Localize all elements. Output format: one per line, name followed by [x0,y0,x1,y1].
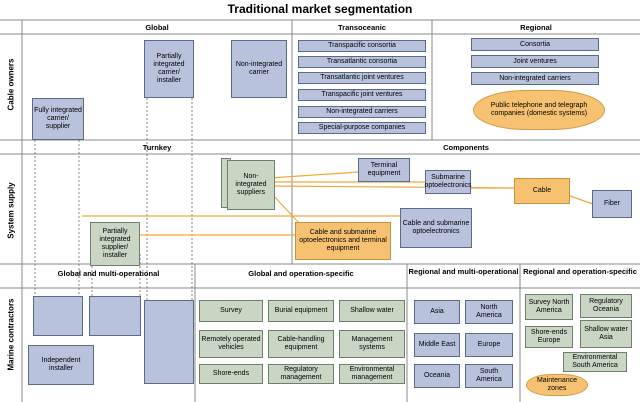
box-transoceanic-6: Special-purpose companies [298,122,426,134]
box-global-multi-1 [33,296,83,336]
box-submarine-optoelectronics: Submarine optoelectronics [424,170,472,194]
box-cable-handling-equipment: Cable-handling equipment [268,330,334,358]
header-regional-specific: Regional and operation-specific [523,267,637,276]
box-survey-north-america: Survey North America [525,294,573,320]
header-turnkey: Turnkey [142,143,172,152]
box-environmental-management: Environmental management [339,364,405,384]
box-independent-installer: Independent installer [28,345,94,385]
box-fully-integrated: Fully integrated carrier/ supplier [32,98,84,140]
box-regional-2: Joint ventures [471,55,599,68]
box-regional-1: Consortia [471,38,599,51]
box-transoceanic-2: Transatlantic consortia [298,56,426,68]
box-middle-east: Middle East [414,333,460,357]
box-asia: Asia [414,300,460,324]
box-cable: Cable [514,178,570,204]
box-global-multi-3 [144,300,194,384]
row-label-system-supply: System supply [6,182,16,239]
box-north-america: North America [465,300,513,324]
box-burial-equipment: Burial equipment [268,300,334,322]
box-terminal-equipment: Terminal equipment [358,158,410,182]
row-label-marine-contractors: Marine contractors [6,298,16,371]
box-management-systems: Management systems [339,330,405,358]
cloud-ptt: Public telephone and telegraph companies… [473,90,605,130]
box-shore-ends: Shore-ends [199,364,263,384]
diagram-title: Traditional market segmentation [227,2,413,16]
box-regional-3: Non-integrated carriers [471,72,599,85]
row-label-cable-owners: Cable owners [6,58,16,111]
header-global-specific: Global and operation-specific [248,269,354,278]
header-components: Components [443,143,489,152]
header-global-multi: Global and multi-operational [57,269,160,278]
box-non-integrated-carrier: Non-integrated carrier [231,40,287,98]
box-shallow-water-asia: Shallow water Asia [580,320,632,348]
box-shallow-water: Shallow water [339,300,405,322]
header-transoceanic: Transoceanic [338,23,386,32]
box-survey: Survey [199,300,263,322]
box-cable-and-optoelectronics: Cable and submarine optoelectronics [400,208,472,248]
box-regulatory-management: Regulatory management [268,364,334,384]
box-remotely-operated-vehicles: Remotely operated vehicles [199,330,263,358]
box-south-america: South America [465,364,513,388]
box-shore-ends-europe: Shore-ends Europe [525,326,573,348]
box-transoceanic-5: Non-integrated carriers [298,106,426,118]
box-transoceanic-1: Transpacific consortia [298,40,426,52]
header-global: Global [145,23,169,32]
box-oceania: Oceania [414,364,460,388]
box-fiber: Fiber [592,190,632,218]
header-regional-multi: Regional and multi-operational [408,267,519,276]
box-global-multi-2 [89,296,141,336]
box-transoceanic-3: Transatlantic joint ventures [298,72,426,84]
box-europe: Europe [465,333,513,357]
box-transoceanic-4: Transpacific joint ventures [298,89,426,101]
header-regional: Regional [520,23,552,32]
box-non-integrated-suppliers: Non-integrated suppliers [227,160,275,210]
box-partially-integrated-carrier: Partially integrated carrier/ installer [144,40,194,98]
box-environmental-south-america: Environmental South America [563,352,627,372]
box-regulatory-oceania: Regulatory Oceania [580,294,632,318]
cloud-maintenance-zones: Maintenance zones [526,374,588,396]
box-partially-integrated-supplier: Partially integrated supplier/ installer [90,222,140,266]
box-cable-opto-terminal: Cable and submarine optoelectronics and … [295,222,391,260]
